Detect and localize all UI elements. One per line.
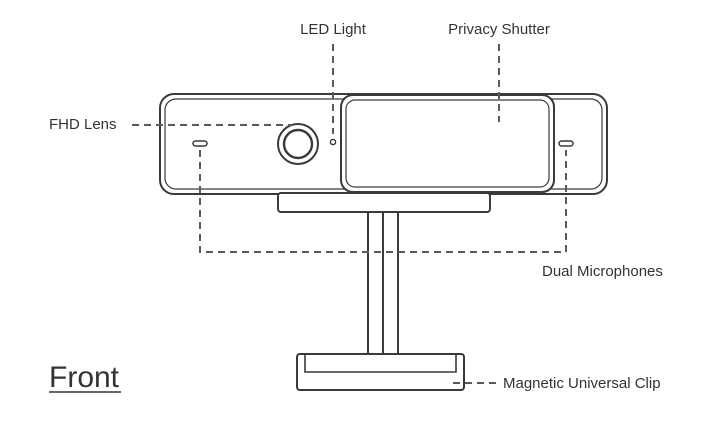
privacy-shutter [340, 94, 555, 193]
microphone-right [558, 140, 574, 147]
fhd-lens-label: FHD Lens [49, 116, 117, 133]
led-light [329, 138, 337, 146]
magnetic-clip-label: Magnetic Universal Clip [503, 375, 661, 392]
leader-lines [132, 44, 567, 384]
fhd-lens [277, 123, 319, 165]
magnetic-clip-base [296, 353, 465, 391]
stand-neck [367, 212, 399, 356]
dual-microphones-label: Dual Microphones [542, 263, 663, 280]
microphone-left [192, 140, 208, 147]
led-light-label: LED Light [300, 21, 367, 38]
mount-block [277, 192, 491, 213]
view-title: Front [49, 361, 120, 394]
privacy-shutter-label: Privacy Shutter [448, 21, 550, 38]
